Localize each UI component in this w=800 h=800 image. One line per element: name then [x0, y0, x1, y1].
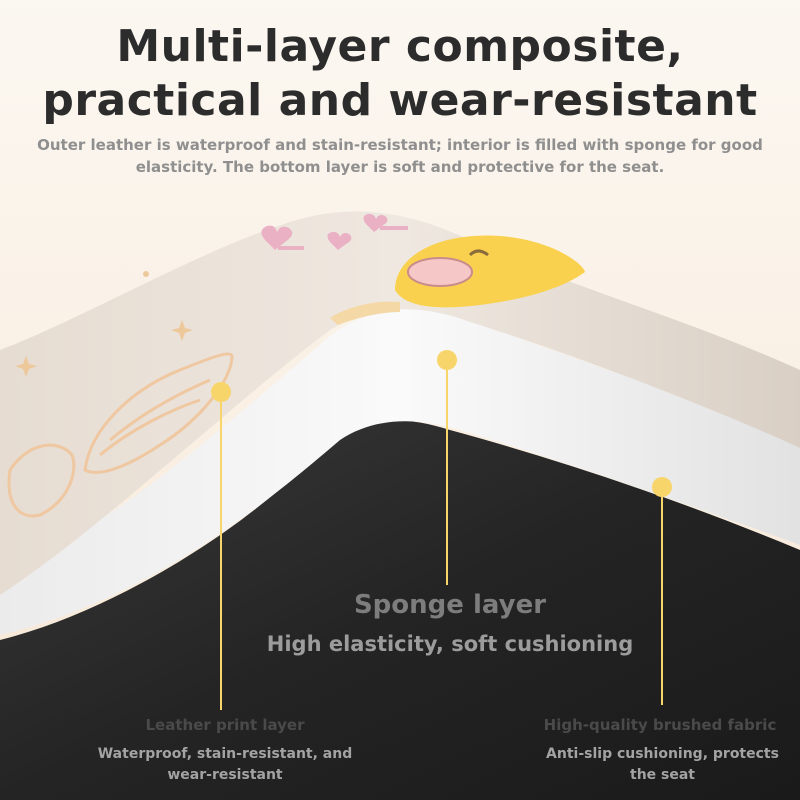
star-icon [15, 356, 37, 377]
subtitle-line-1: Outer leather is waterproof and stain-re… [37, 136, 763, 154]
sponge-layer-title: Sponge layer [353, 590, 547, 620]
leather-layer [0, 211, 800, 595]
fabric-layer-title: High-quality brushed fabric [543, 716, 777, 734]
callout-dot [437, 350, 457, 370]
headline-line-2: practical and wear-resistant [42, 75, 758, 126]
heart-icon [327, 231, 352, 250]
duck-character [330, 235, 585, 325]
arrow-icon [278, 226, 408, 250]
callout-leather [211, 382, 231, 710]
callout-sponge [437, 350, 457, 585]
callout-dot [652, 477, 672, 497]
fabric-layer-desc: Anti-slip cushioning, protects the seat [546, 746, 779, 783]
wing-graphic [7, 352, 234, 518]
heart-icon [363, 213, 388, 232]
star-icon [171, 320, 193, 341]
heart-icon [261, 225, 293, 250]
sponge-layer [0, 308, 800, 635]
leather-layer-desc: Waterproof, stain-resistant, and wear-re… [97, 746, 353, 783]
headline-line-1: Multi-layer composite, [116, 21, 684, 72]
subtitle-line-2: elasticity. The bottom layer is soft and… [135, 158, 665, 176]
leather-layer-title: Leather print layer [145, 716, 305, 734]
dot-decoration [143, 271, 149, 277]
sponge-layer-desc: High elasticity, soft cushioning [266, 632, 634, 656]
callout-fabric [652, 477, 672, 705]
fabric-layer [0, 420, 800, 800]
callout-dot [211, 382, 231, 402]
